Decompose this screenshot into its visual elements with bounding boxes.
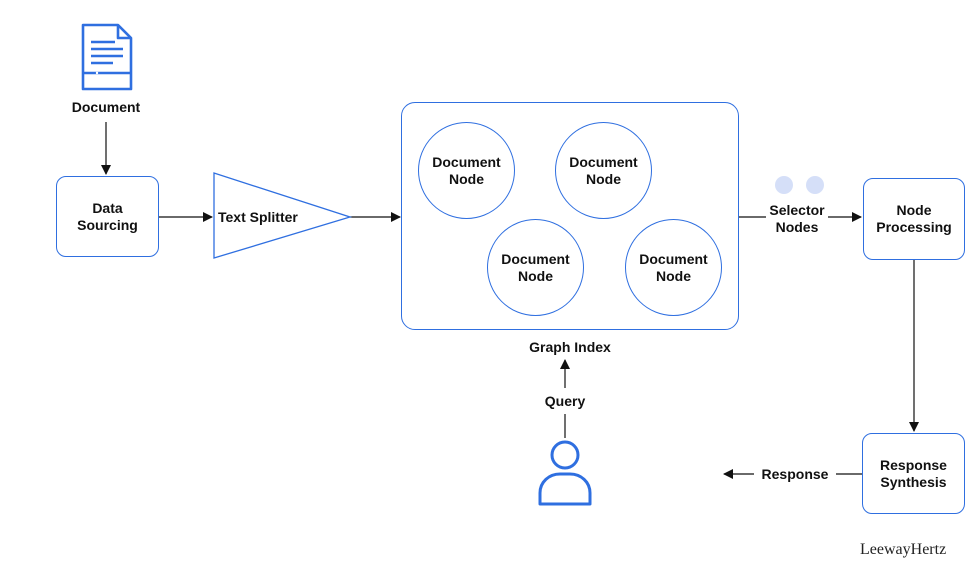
response-synthesis-box: Response Synthesis — [862, 433, 965, 514]
text-splitter-shape — [213, 172, 353, 259]
query-label: Query — [544, 393, 586, 409]
document-node-label: Document Node — [569, 153, 638, 187]
document-node-1: Document Node — [418, 122, 515, 219]
brand-logo: LeewayHertz — [860, 541, 947, 558]
document-icon — [80, 22, 134, 92]
user-icon — [536, 438, 594, 506]
document-node-label: Document Node — [639, 250, 708, 284]
selector-nodes-label: Selector Nodes — [769, 202, 825, 235]
text-splitter-label: Text Splitter — [218, 209, 298, 225]
node-processing-box: Node Processing — [863, 178, 965, 260]
document-node-label: Document Node — [501, 250, 570, 284]
selector-dot-1 — [775, 176, 793, 194]
selector-dot-2 — [806, 176, 824, 194]
document-node-label: Document Node — [432, 153, 501, 187]
document-node-4: Document Node — [625, 219, 722, 316]
node-processing-label: Node Processing — [876, 202, 952, 235]
data-sourcing-box: Data Sourcing — [56, 176, 159, 257]
response-label: Response — [761, 466, 829, 482]
response-synthesis-label: Response Synthesis — [880, 456, 947, 490]
graph-index-label: Graph Index — [529, 339, 611, 355]
document-label: Document — [71, 99, 141, 115]
document-node-3: Document Node — [487, 219, 584, 316]
data-sourcing-label: Data Sourcing — [77, 199, 138, 233]
document-node-2: Document Node — [555, 122, 652, 219]
